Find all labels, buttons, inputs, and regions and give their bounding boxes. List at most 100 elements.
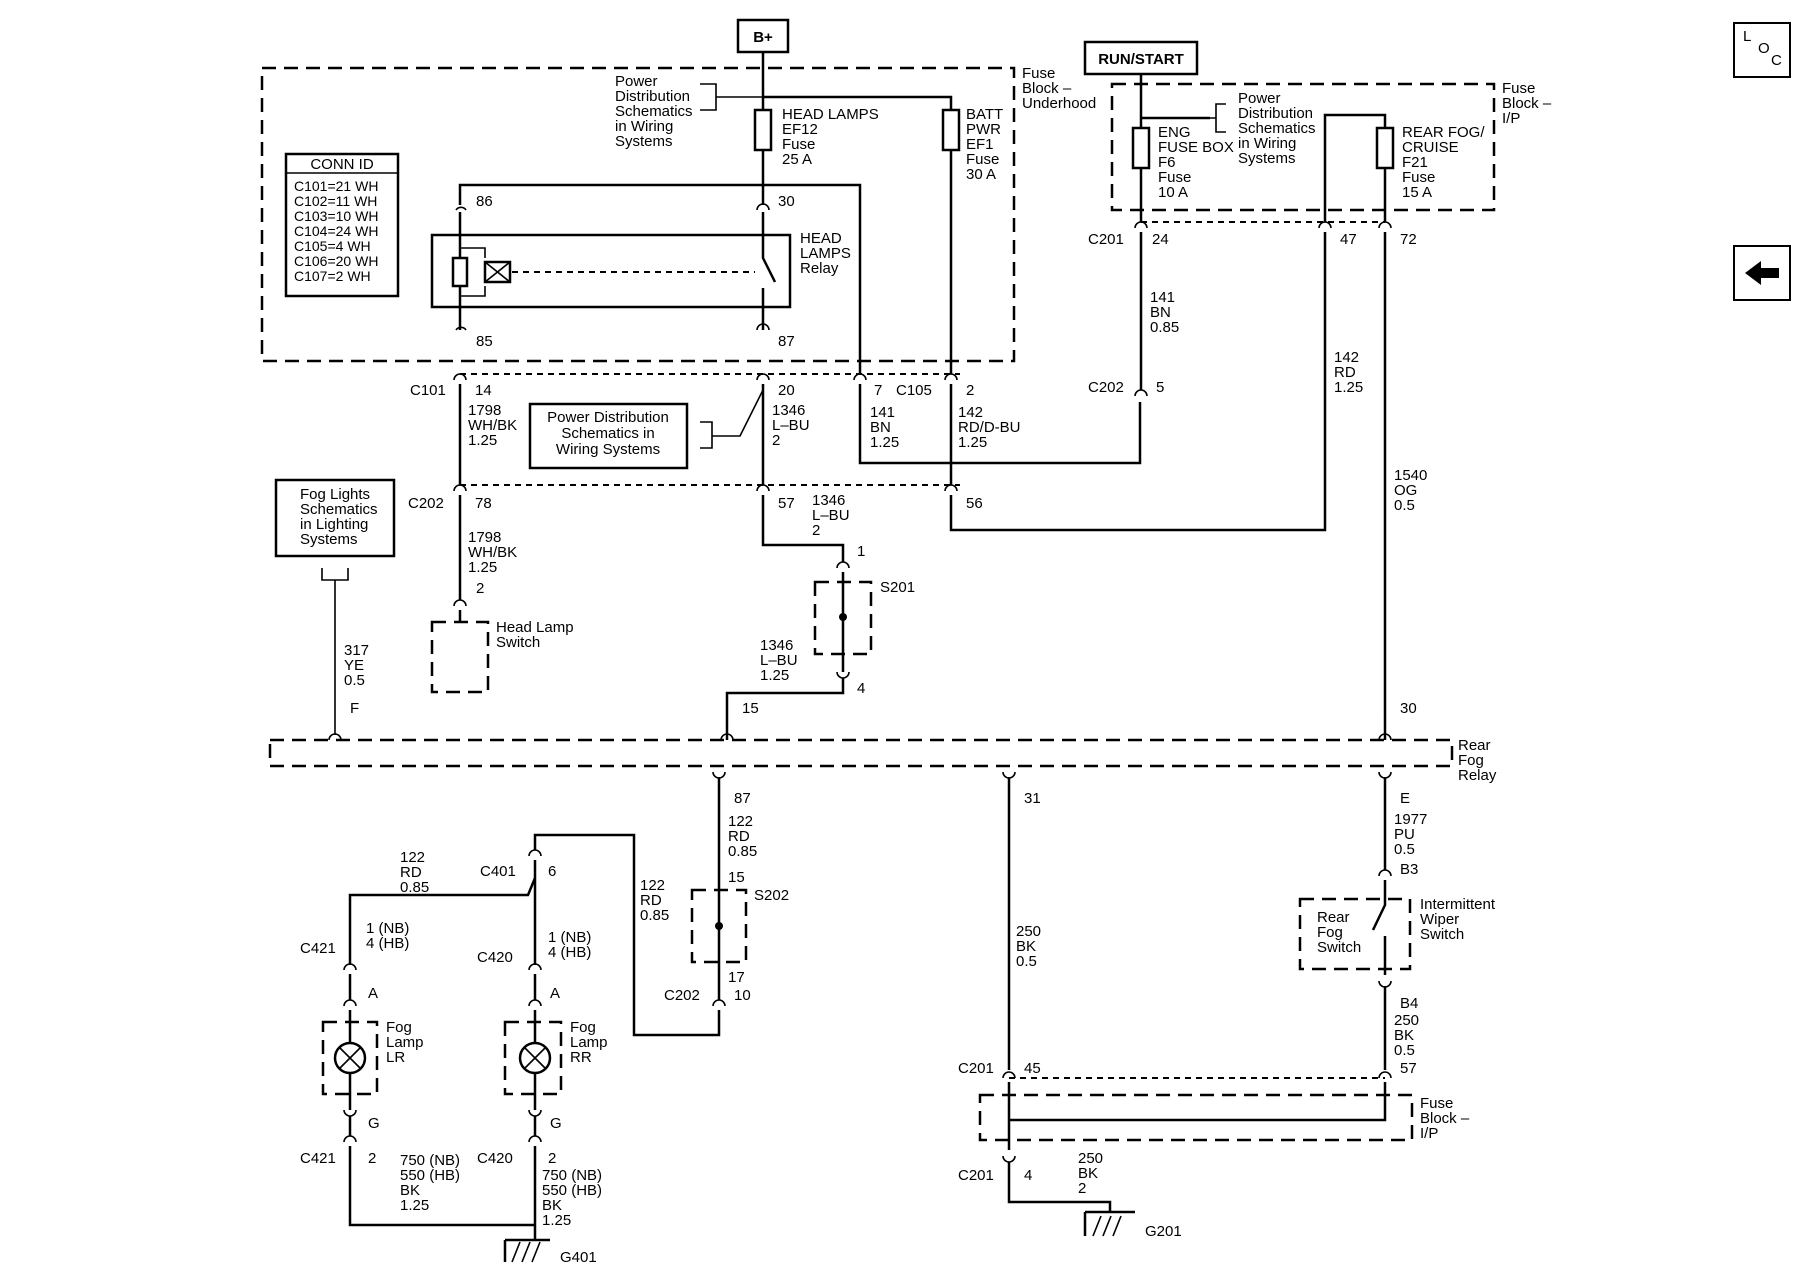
fuse-block-ip-bottom-outline xyxy=(978,1093,1414,1142)
svg-text:0.5: 0.5 xyxy=(1394,1042,1415,1059)
pin-57-c201: 57 xyxy=(1400,1060,1417,1077)
wire-250-relay-label: 250 BK 0.5 xyxy=(1016,923,1041,970)
head-lamps-relay-label: HEAD LAMPS Relay xyxy=(800,230,851,277)
rear-fog-switch-outline xyxy=(1298,897,1412,971)
svg-text:BK: BK xyxy=(1394,1027,1414,1044)
svg-text:Rear: Rear xyxy=(1317,909,1350,926)
svg-text:1346: 1346 xyxy=(812,492,845,509)
ip-bus-wire xyxy=(1323,113,1387,222)
ip-ground-bus xyxy=(1007,1082,1387,1150)
svg-text:ENG: ENG xyxy=(1158,124,1191,141)
svg-text:RD/D-BU: RD/D-BU xyxy=(958,419,1021,436)
pin-A-lr: A xyxy=(368,985,378,1002)
svg-text:FUSE BOX: FUSE BOX xyxy=(1158,139,1234,156)
pin-A-rr: A xyxy=(550,985,560,1002)
svg-text:1 (NB): 1 (NB) xyxy=(548,929,591,946)
splice-s201-label: S201 xyxy=(880,579,915,596)
head-lamp-switch-outline xyxy=(430,620,490,694)
svg-text:CRUISE: CRUISE xyxy=(1402,139,1459,156)
svg-text:Systems: Systems xyxy=(615,133,673,150)
svg-text:122: 122 xyxy=(728,813,753,830)
pin30-connector xyxy=(756,203,770,211)
svg-text:in Wiring: in Wiring xyxy=(1238,135,1296,152)
ground-g201-label: G201 xyxy=(1145,1223,1182,1240)
splice-s201-node xyxy=(839,613,847,621)
location-view-button[interactable]: L O C xyxy=(1733,22,1791,78)
power-distribution-ref-ip: Power Distribution Schematics in Wiring … xyxy=(1238,90,1316,167)
fuse-ef1-icon xyxy=(941,108,961,152)
svg-text:C104=24 WH: C104=24 WH xyxy=(294,223,378,239)
svg-text:Fuse: Fuse xyxy=(782,136,815,153)
pin-B4: B4 xyxy=(1400,995,1418,1012)
svg-text:2: 2 xyxy=(1078,1180,1086,1197)
conn-c420-top: C420 xyxy=(477,949,513,966)
fog-lamp-rr-label: Fog Lamp RR xyxy=(570,1019,608,1066)
loc-letter-o: O xyxy=(1758,40,1770,57)
loc-letter-l: L xyxy=(1743,28,1752,45)
svg-text:1 (NB): 1 (NB) xyxy=(366,920,409,937)
svg-text:30 A: 30 A xyxy=(966,166,996,183)
pin-17: 17 xyxy=(728,969,745,986)
svg-text:REAR FOG/: REAR FOG/ xyxy=(1402,124,1485,141)
run-start-label: RUN/START xyxy=(1098,51,1184,68)
conn-c420-bottom: C420 xyxy=(477,1150,513,1167)
svg-text:Block –: Block – xyxy=(1502,95,1552,112)
fuse-ef1-label: BATT PWR EF1 Fuse 30 A xyxy=(966,106,1003,183)
svg-text:Rear: Rear xyxy=(1458,737,1491,754)
wire-1346-lower xyxy=(725,678,845,726)
svg-text:0.5: 0.5 xyxy=(344,672,365,689)
svg-text:L–BU: L–BU xyxy=(772,417,810,434)
svg-text:BN: BN xyxy=(870,419,891,436)
svg-text:Systems: Systems xyxy=(1238,150,1296,167)
svg-text:C101=21 WH: C101=21 WH xyxy=(294,178,378,194)
fog-lamp-lr-label: Fog Lamp LR xyxy=(386,1019,424,1066)
wire-250-ground-label: 250 BK 2 xyxy=(1078,1150,1103,1197)
svg-text:1977: 1977 xyxy=(1394,811,1427,828)
conn-c201-mid: C201 xyxy=(958,1060,994,1077)
svg-text:0.5: 0.5 xyxy=(1394,841,1415,858)
svg-text:4 (HB): 4 (HB) xyxy=(548,944,591,961)
conn-c201-top: C201 xyxy=(1088,231,1124,248)
svg-text:L–BU: L–BU xyxy=(760,652,798,669)
conn-c101: C101 xyxy=(410,382,446,399)
svg-text:C105=4 WH: C105=4 WH xyxy=(294,238,371,254)
wire-1346-to-s201 xyxy=(761,495,845,562)
pd-top-bracket xyxy=(700,83,763,111)
back-button[interactable] xyxy=(1733,245,1791,301)
svg-text:BK: BK xyxy=(1078,1165,1098,1182)
svg-text:C103=10 WH: C103=10 WH xyxy=(294,208,378,224)
wire-141-upper-label: 141 BN 1.25 xyxy=(870,404,899,451)
svg-text:1346: 1346 xyxy=(772,402,805,419)
svg-text:1.25: 1.25 xyxy=(760,667,789,684)
svg-text:BK: BK xyxy=(1016,938,1036,955)
svg-text:1.25: 1.25 xyxy=(1334,379,1363,396)
svg-text:Fuse: Fuse xyxy=(966,151,999,168)
svg-text:Fog: Fog xyxy=(1317,924,1343,941)
svg-text:Schematics in: Schematics in xyxy=(561,425,654,442)
svg-text:Lamp: Lamp xyxy=(570,1034,608,1051)
wire-750-rr-label: 750 (NB) 550 (HB) BK 1.25 xyxy=(542,1167,602,1229)
svg-text:Fuse: Fuse xyxy=(1022,65,1055,82)
pin-14: 14 xyxy=(475,382,492,399)
intermittent-wiper-switch-label: Intermittent Wiper Switch xyxy=(1420,896,1496,943)
conn-c105: C105 xyxy=(896,382,932,399)
svg-text:Fuse: Fuse xyxy=(1402,169,1435,186)
svg-text:1346: 1346 xyxy=(760,637,793,654)
svg-text:LR: LR xyxy=(386,1049,405,1066)
svg-text:Relay: Relay xyxy=(800,260,839,277)
svg-text:RD: RD xyxy=(728,828,750,845)
svg-text:0.85: 0.85 xyxy=(640,907,669,924)
wire-1346-upper-label: 1346 L–BU 2 xyxy=(772,402,810,449)
wire-rr-size-label: 1 (NB) 4 (HB) xyxy=(548,929,591,961)
pin-47: 47 xyxy=(1340,231,1357,248)
rear-fog-relay-label: Rear Fog Relay xyxy=(1458,737,1497,784)
pin-G-lr: G xyxy=(368,1115,380,1132)
pin-2-switch: 2 xyxy=(476,580,484,597)
pin-4-c201: 4 xyxy=(1024,1167,1032,1184)
svg-text:Schematics: Schematics xyxy=(300,501,378,518)
svg-text:10 A: 10 A xyxy=(1158,184,1188,201)
fuse-block-ip-outline xyxy=(1110,82,1496,212)
svg-text:L–BU: L–BU xyxy=(812,507,850,524)
wire-141-upper xyxy=(858,384,1142,465)
